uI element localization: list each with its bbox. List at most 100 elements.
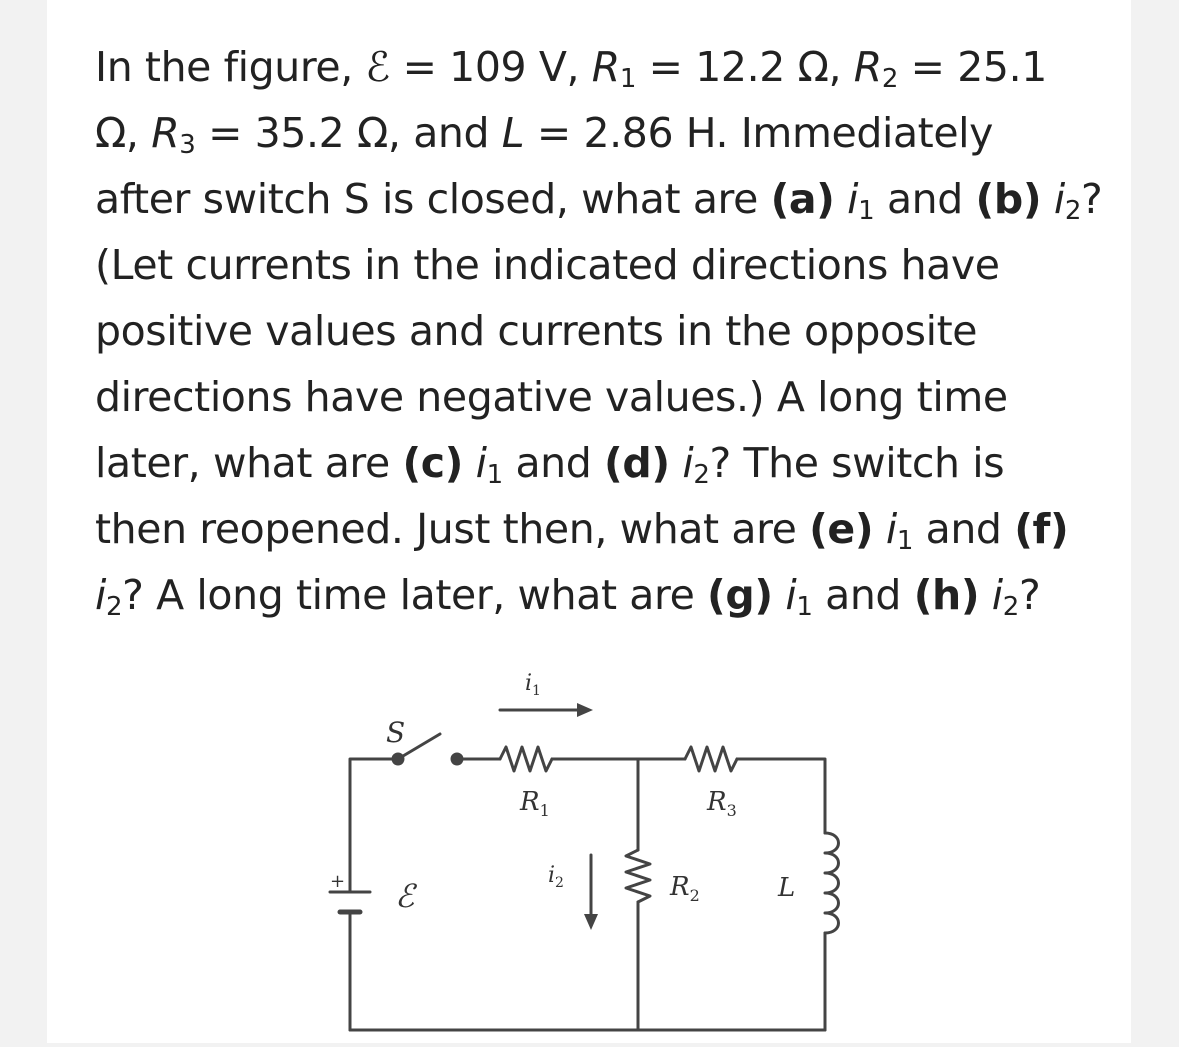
- question-fragment: and: [502, 439, 605, 487]
- label-i2-letter: i: [548, 863, 555, 888]
- question-fragment: ? The switch is: [709, 439, 1005, 487]
- content-card: [47, 0, 1131, 1043]
- question-fragment: (a): [770, 175, 835, 223]
- question-fragment: [835, 175, 848, 223]
- question-fragment: i: [95, 571, 106, 619]
- arrow-i2-head: [584, 914, 598, 930]
- label-r1: R1: [519, 787, 550, 820]
- question-fragment: and: [874, 175, 976, 223]
- label-inductor-l: L: [777, 873, 795, 903]
- question-fragment: [1041, 175, 1054, 223]
- question-fragment: i: [847, 175, 859, 223]
- question-fragment: [979, 571, 992, 619]
- question-line: directions have negative values.) A long…: [95, 364, 1095, 430]
- label-switch-s: S: [386, 716, 405, 749]
- question-fragment: 1: [896, 526, 914, 556]
- question-fragment: ℰ: [365, 43, 391, 91]
- label-r3-letter: R: [706, 787, 727, 817]
- question-fragment: 1: [486, 460, 504, 490]
- question-fragment: 1: [858, 196, 875, 226]
- question-fragment: i: [682, 439, 694, 487]
- label-r2-sub: 2: [690, 886, 700, 905]
- question-fragment: after switch S is closed, what are: [95, 175, 771, 223]
- question-fragment: i: [785, 571, 797, 619]
- question-fragment: ?: [1080, 175, 1103, 223]
- question-fragment: later, what are: [95, 439, 403, 487]
- question-fragment: (e): [809, 505, 874, 553]
- question-fragment: [463, 439, 476, 487]
- label-i1-sub: 1: [532, 683, 541, 699]
- question-fragment: 2: [881, 64, 899, 94]
- question-line: In the figure, ℰ = 109 V, R1 = 12.2 Ω, R…: [95, 34, 1095, 100]
- question-fragment: 2: [106, 592, 123, 622]
- question-fragment: i: [991, 571, 1003, 619]
- question-fragment: i: [885, 505, 897, 553]
- circuit-figure: S ℰ + R1 R3 R2 L i1 i2: [300, 650, 900, 1043]
- question-fragment: 1: [796, 592, 813, 622]
- question-fragment: [773, 571, 786, 619]
- label-r3: R3: [706, 787, 737, 820]
- question-line: then reopened. Just then, what are (e) i…: [95, 496, 1095, 562]
- label-r1-letter: R: [519, 787, 540, 817]
- label-r1-sub: 1: [540, 801, 550, 820]
- question-fragment: directions have negative values.) A long…: [95, 373, 1008, 421]
- circuit-diagram: S ℰ + R1 R3 R2 L i1 i2: [328, 671, 840, 1032]
- question-fragment: then reopened. Just then, what are: [95, 505, 810, 553]
- label-i2: i2: [548, 863, 564, 891]
- question-fragment: (h): [913, 571, 980, 619]
- label-r2-letter: R: [669, 872, 690, 902]
- question-fragment: L: [501, 109, 525, 157]
- question-fragment: (f): [1014, 505, 1069, 553]
- question-fragment: 3: [179, 130, 196, 160]
- question-line: positive values and currents in the oppo…: [95, 298, 1095, 364]
- wire-left-top: [348, 757, 400, 894]
- label-emf: ℰ: [395, 877, 418, 915]
- arrow-i1-head: [577, 703, 593, 717]
- question-fragment: Ω,: [95, 109, 152, 157]
- label-r2: R2: [669, 872, 700, 905]
- question-fragment: (c): [402, 439, 464, 487]
- question-fragment: and: [912, 505, 1015, 553]
- question-fragment: R: [853, 43, 882, 91]
- question-fragment: ?: [1018, 571, 1041, 619]
- question-fragment: = 2.86 H. Immediately: [524, 109, 994, 157]
- question-fragment: and: [812, 571, 914, 619]
- question-fragment: = 25.1: [898, 43, 1048, 91]
- question-fragment: 2: [1002, 592, 1020, 622]
- resistor-r1: [498, 745, 554, 773]
- question-fragment: 2: [693, 460, 710, 490]
- question-line: Ω, R3 = 35.2 Ω, and L = 2.86 H. Immediat…: [95, 100, 1095, 166]
- question-fragment: ? A long time later, what are: [122, 571, 708, 619]
- wire-top-right: [735, 757, 827, 835]
- question-line: later, what are (c) i1 and (d) i2? The s…: [95, 430, 1095, 496]
- resistor-r3: [683, 745, 739, 773]
- label-battery-plus: +: [330, 871, 345, 892]
- question-fragment: = 12.2 Ω,: [636, 43, 854, 91]
- question-fragment: (d): [604, 439, 670, 487]
- question-line: after switch S is closed, what are (a) i…: [95, 166, 1103, 232]
- inductor-l: [823, 831, 840, 935]
- question-fragment: = 109 V,: [389, 43, 592, 91]
- question-fragment: [670, 439, 683, 487]
- question-fragment: i: [1053, 175, 1065, 223]
- label-i1: i1: [525, 671, 541, 699]
- label-i2-sub: 2: [555, 875, 564, 891]
- question-fragment: (Let currents in the indicated direction…: [95, 241, 1000, 289]
- question-fragment: R: [591, 43, 620, 91]
- question-fragment: R: [151, 109, 180, 157]
- question-fragment: [873, 505, 886, 553]
- label-r3-sub: 3: [727, 801, 737, 820]
- resistor-r2: [624, 848, 652, 904]
- switch-blade: [396, 732, 442, 761]
- question-fragment: 2: [1064, 196, 1082, 226]
- question-line: (Let currents in the indicated direction…: [95, 232, 1095, 298]
- question-fragment: In the figure,: [95, 43, 366, 91]
- question-line: i2? A long time later, what are (g) i1 a…: [95, 562, 1095, 628]
- question-fragment: i: [475, 439, 487, 487]
- label-i1-letter: i: [525, 671, 532, 696]
- question-fragment: (g): [707, 571, 773, 619]
- question-fragment: positive values and currents in the oppo…: [95, 307, 978, 355]
- question-fragment: (b): [975, 175, 1042, 223]
- question-fragment: 1: [619, 64, 637, 94]
- question-fragment: = 35.2 Ω, and: [195, 109, 502, 157]
